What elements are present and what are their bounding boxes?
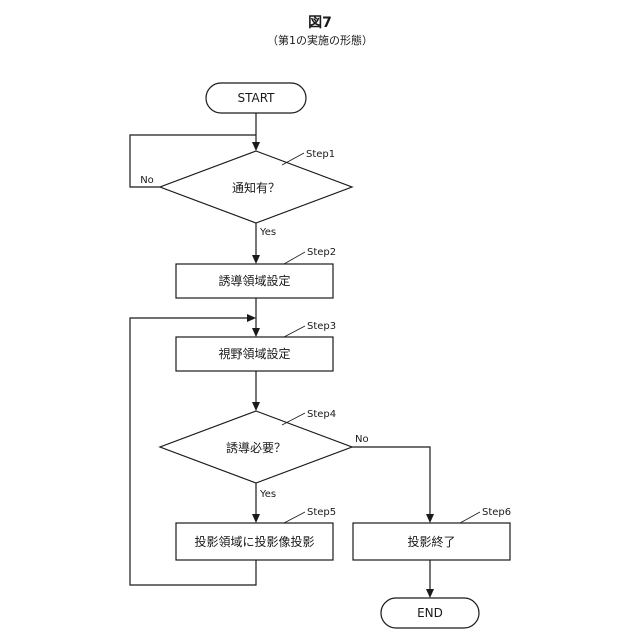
step1-decision: 通知有？ [160,151,352,223]
step4-text: 誘導必要？ [226,441,286,455]
step2-label: Step2 [307,247,336,258]
step1-text: 通知有？ [232,181,280,195]
figure-title: 図7 [308,15,332,31]
connector-step1-step2: Yes [252,223,276,264]
step2-process: 誘導領域設定 [176,264,333,298]
step4-decision: 誘導必要？ [160,411,352,483]
step3-process: 視野領域設定 [176,337,333,371]
step3-text: 視野領域設定 [218,346,290,361]
step4-no-label: No [355,434,369,445]
step4-tag: Step4 [282,409,336,425]
start-terminal: START [206,83,306,113]
step3-tag: Step3 [284,321,336,337]
end-label: END [417,606,443,620]
connector-step4-yes-step5: Yes [252,483,276,523]
step5-process: 投影領域に投影像投影 [176,523,333,560]
connector-step4-no-step6: No [352,434,434,523]
step1-tag: Step1 [282,149,335,165]
step3-label: Step3 [307,321,336,332]
step6-text: 投影終了 [407,534,455,549]
figure-subtitle: （第1の実施の形態） [267,33,373,47]
step5-label: Step5 [307,507,336,518]
connector-step6-end [426,560,434,598]
step4-yes-label: Yes [259,489,276,500]
step2-text: 誘導領域設定 [218,273,290,288]
step1-yes-label: Yes [259,227,276,238]
step6-tag: Step6 [460,507,511,523]
step5-tag: Step5 [284,507,336,523]
step4-label: Step4 [307,409,336,420]
start-label: START [237,91,275,105]
step1-no-label: No [140,175,154,186]
connector-start-step1 [252,113,260,151]
step5-text: 投影領域に投影像投影 [194,534,314,549]
step2-tag: Step2 [284,247,336,264]
step1-label: Step1 [306,149,335,160]
step6-process: 投影終了 [353,523,510,560]
connector-step3-step4 [252,371,260,411]
end-terminal: END [381,598,479,628]
step6-label: Step6 [482,507,511,518]
